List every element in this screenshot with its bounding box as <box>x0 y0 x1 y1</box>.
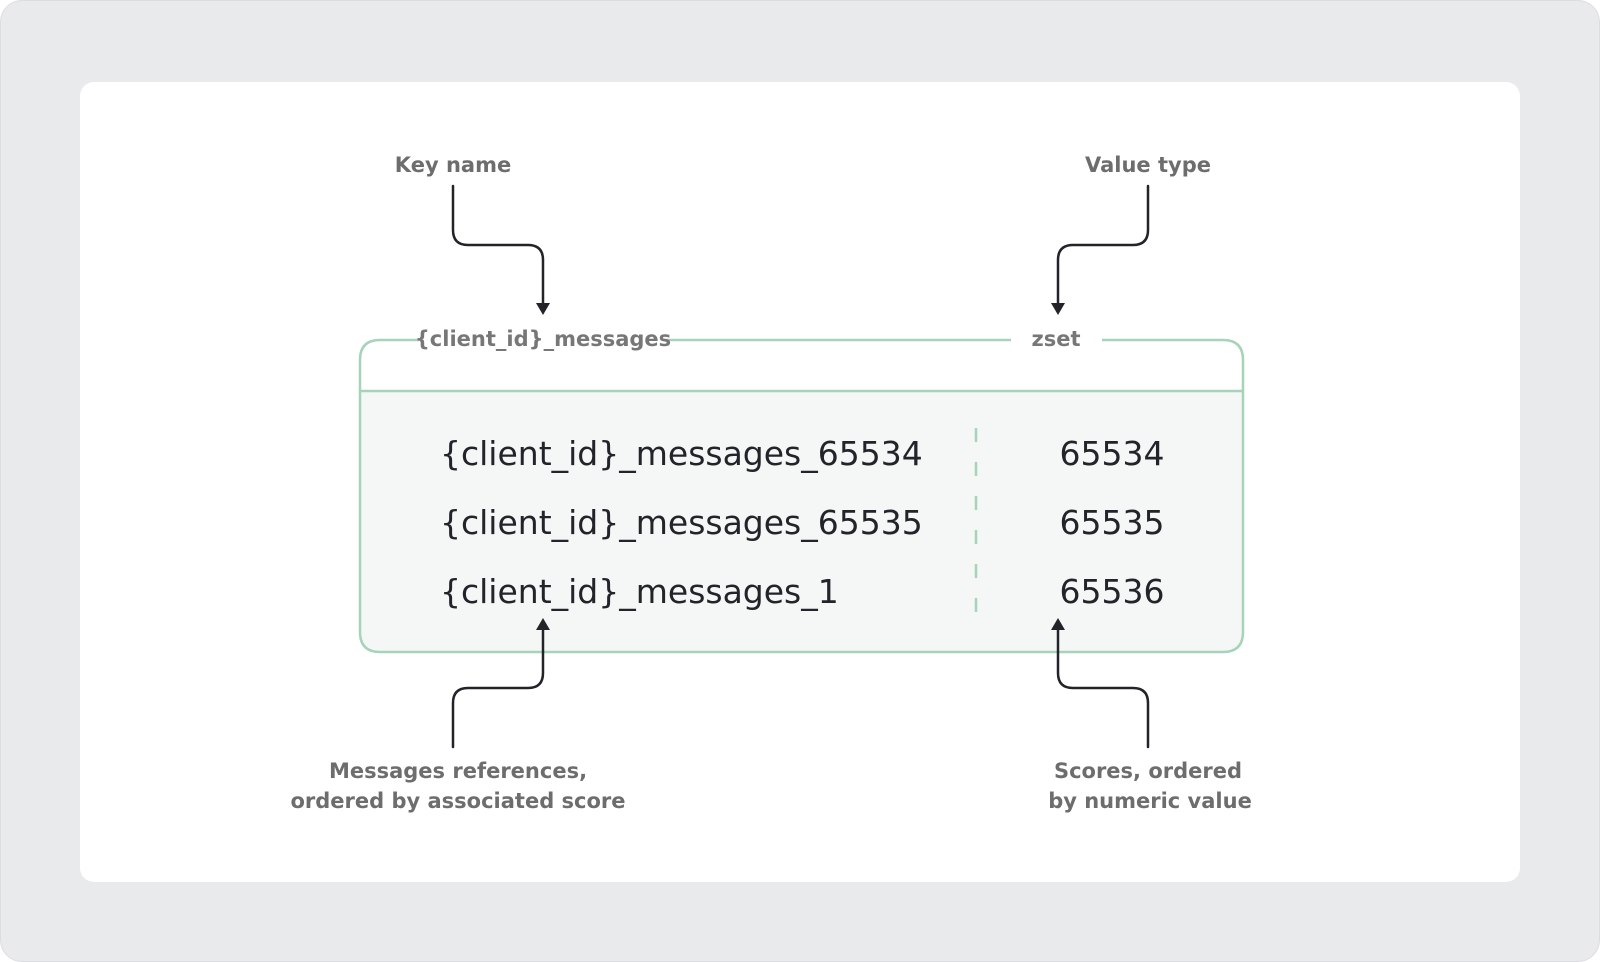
members-note-line1: Messages references, <box>329 759 587 783</box>
value-type-arrow <box>1056 184 1150 307</box>
scores-note-arrow <box>1056 626 1150 749</box>
members-note-arrowhead <box>536 618 550 630</box>
zset-box-outline <box>358 338 1245 654</box>
zset-box-body <box>360 392 1243 652</box>
scores-note-line2: by numeric value <box>1048 789 1252 813</box>
key-name-label: Key name <box>395 153 511 177</box>
zset-member-3: {client_id}_messages_1 <box>440 572 839 611</box>
scores-note-line1: Scores, ordered <box>1054 759 1242 783</box>
value-type-arrowhead <box>1051 303 1065 315</box>
zset-score-2: 65535 <box>1060 503 1165 542</box>
zset-member-1: {client_id}_messages_65534 <box>440 434 923 473</box>
zset-score-1: 65534 <box>1060 434 1165 473</box>
scores-note-arrowhead <box>1051 618 1065 630</box>
zset-member-2: {client_id}_messages_65535 <box>440 503 923 542</box>
zset-score-3: 65536 <box>1060 572 1165 611</box>
zset-key-name: {client_id}_messages <box>415 327 671 351</box>
value-type-label: Value type <box>1085 153 1211 177</box>
members-note-line2: ordered by associated score <box>290 789 625 813</box>
members-note-arrow <box>451 626 545 749</box>
key-name-arrow <box>451 184 545 307</box>
key-name-arrowhead <box>536 303 550 315</box>
zset-value-type: zset <box>1031 327 1080 351</box>
